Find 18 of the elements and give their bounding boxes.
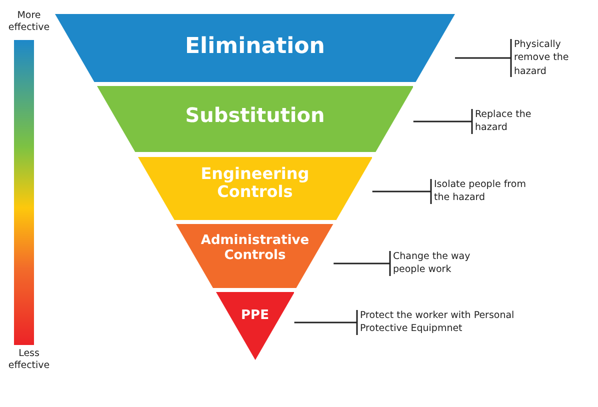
level-title: Elimination: [184, 34, 326, 60]
description-text: Change the way people work: [393, 250, 483, 277]
level-title: Administrative Controls: [200, 234, 310, 264]
description-text: Replace the hazard: [475, 108, 555, 135]
scale-label: Less effective: [7, 348, 51, 373]
gradient-bar: [14, 40, 34, 345]
leader-line: [412, 108, 473, 135]
leader-line: [454, 38, 512, 78]
leader-line: [294, 309, 358, 336]
level-title: PPE: [240, 309, 270, 324]
description-text: Protect the worker with Personal Protective Equipmnet: [360, 309, 530, 336]
description-text: Physically remove the hazard: [514, 38, 594, 78]
leader-line: [332, 250, 391, 277]
leader-line: [372, 178, 432, 205]
level-title: Engineering Controls: [200, 165, 310, 202]
level-title: Substitution: [184, 104, 326, 127]
scale-label: More effective: [7, 10, 51, 35]
description-text: Isolate people from the hazard: [434, 178, 534, 205]
